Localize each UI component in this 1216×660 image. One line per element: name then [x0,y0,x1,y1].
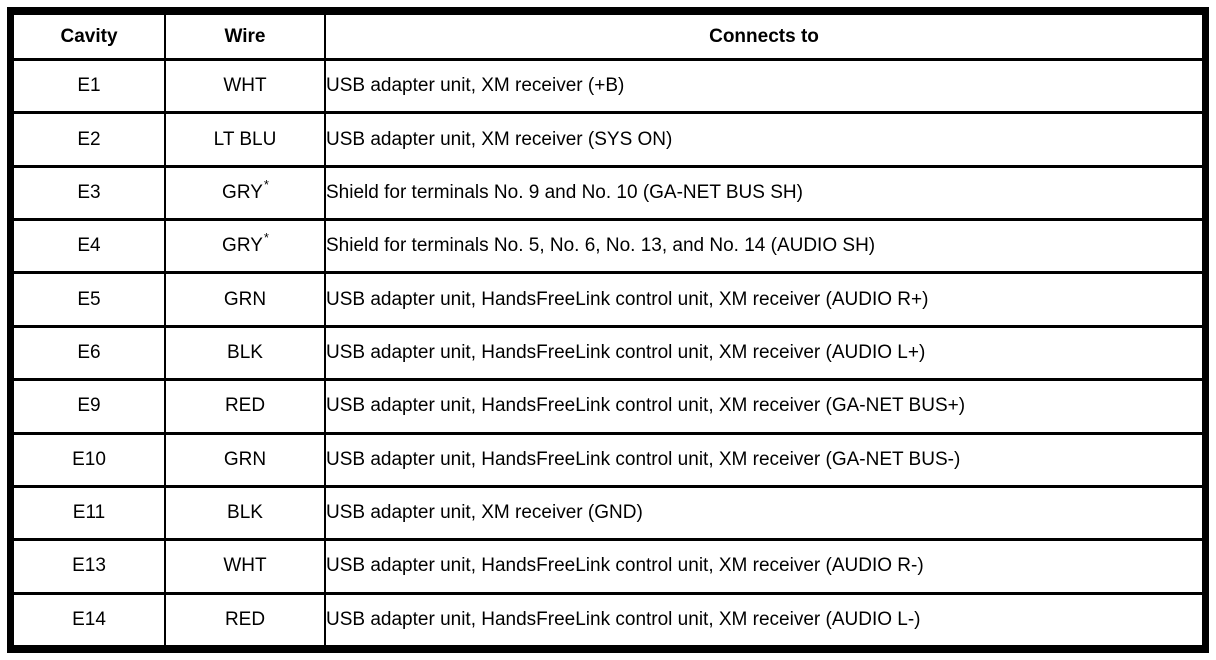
wire-cell: RED [164,591,326,649]
wire-asterisk: * [263,176,269,192]
header-row: Cavity Wire Connects to [12,12,1204,61]
connects-to-cell: USB adapter unit, XM receiver (SYS ON) [324,111,1204,168]
wire-cell: BLK [164,324,326,382]
wire-cell: WHT [164,57,326,115]
wire-cell: GRN [164,431,326,488]
wire-cell: GRN [164,271,326,328]
wire-cell: RED [164,378,326,435]
cavity-cell: E9 [12,378,166,435]
cavity-cell: E2 [12,111,166,168]
cavity-cell: E5 [12,271,166,328]
cavity-cell: E6 [12,324,166,382]
cavity-cell: E11 [12,484,166,542]
connects-to-cell: Shield for terminals No. 5, No. 6, No. 1… [324,218,1204,275]
wire-cell: GRY* [164,164,326,222]
connects-to-cell: USB adapter unit, HandsFreeLink control … [324,591,1204,649]
connects-to-cell: USB adapter unit, HandsFreeLink control … [324,538,1204,595]
col-header-connects-to: Connects to [324,12,1204,61]
cavity-cell: E10 [12,431,166,488]
cavity-cell: E13 [12,538,166,595]
wire-cell: WHT [164,538,326,595]
cavity-cell: E14 [12,591,166,649]
col-header-cavity: Cavity [12,12,166,61]
wire-cell: LT BLU [164,111,326,168]
cavity-cell: E1 [12,57,166,115]
connects-to-cell: Shield for terminals No. 9 and No. 10 (G… [324,164,1204,222]
col-header-wire: Wire [164,12,326,61]
wire-cell: BLK [164,484,326,542]
connects-to-cell: USB adapter unit, HandsFreeLink control … [324,378,1204,435]
connects-to-cell: USB adapter unit, HandsFreeLink control … [324,271,1204,328]
cavity-cell: E4 [12,218,166,275]
connects-to-cell: USB adapter unit, HandsFreeLink control … [324,431,1204,488]
cavity-cell: E3 [12,164,166,222]
wire-asterisk: * [263,229,269,245]
connects-to-cell: USB adapter unit, HandsFreeLink control … [324,324,1204,382]
wire-cell: GRY* [164,218,326,275]
connects-to-cell: USB adapter unit, XM receiver (+B) [324,57,1204,115]
connects-to-cell: USB adapter unit, XM receiver (GND) [324,484,1204,542]
